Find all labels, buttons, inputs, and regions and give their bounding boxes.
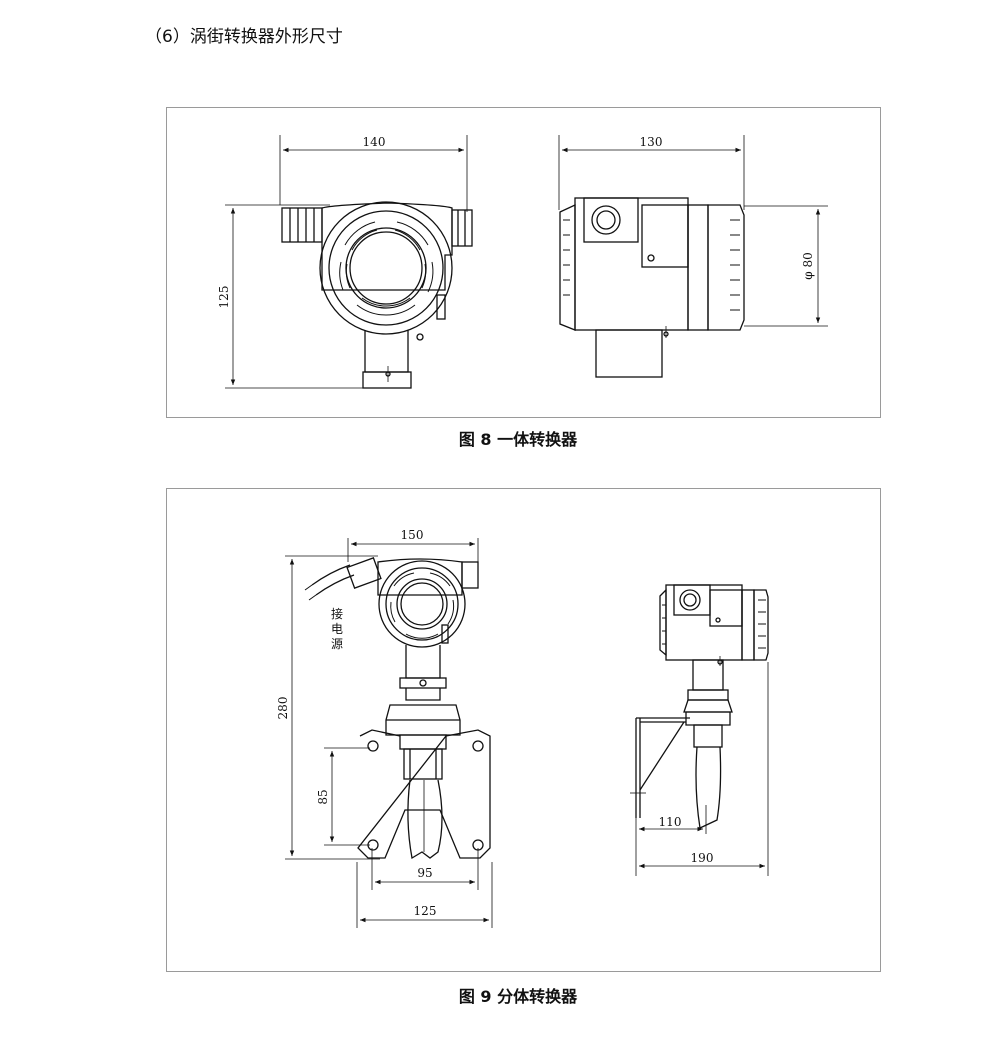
fig9-side-view [630, 584, 769, 876]
dim-125-height: 125 [217, 286, 231, 309]
dim-110: 110 [659, 815, 682, 829]
dim-150: 150 [401, 528, 424, 542]
figure-9-caption: 图 9 分体转换器 [458, 987, 578, 1006]
fig8-side-view [558, 135, 828, 378]
dim-140: 140 [363, 135, 386, 149]
dim-280: 280 [276, 697, 290, 720]
fig8-front-view [225, 135, 473, 389]
dim-130: 130 [640, 135, 663, 149]
power-label-char-3: 源 [331, 637, 343, 651]
section-heading: （6）涡街转换器外形尺寸 [145, 27, 343, 47]
fig9-front-view [285, 538, 493, 928]
figure-8-panel [166, 107, 881, 418]
dim-190: 190 [691, 851, 714, 865]
dim-85: 85 [316, 789, 330, 804]
dim-phi80: φ 80 [801, 252, 815, 280]
power-label-char-1: 接 [331, 606, 343, 621]
power-label-char-2: 电 [331, 622, 343, 636]
dim-95: 95 [417, 866, 432, 880]
dim-125-width: 125 [414, 904, 437, 918]
figure-8-caption: 图 8 一体转换器 [458, 430, 578, 449]
figure-9-panel [166, 488, 881, 972]
